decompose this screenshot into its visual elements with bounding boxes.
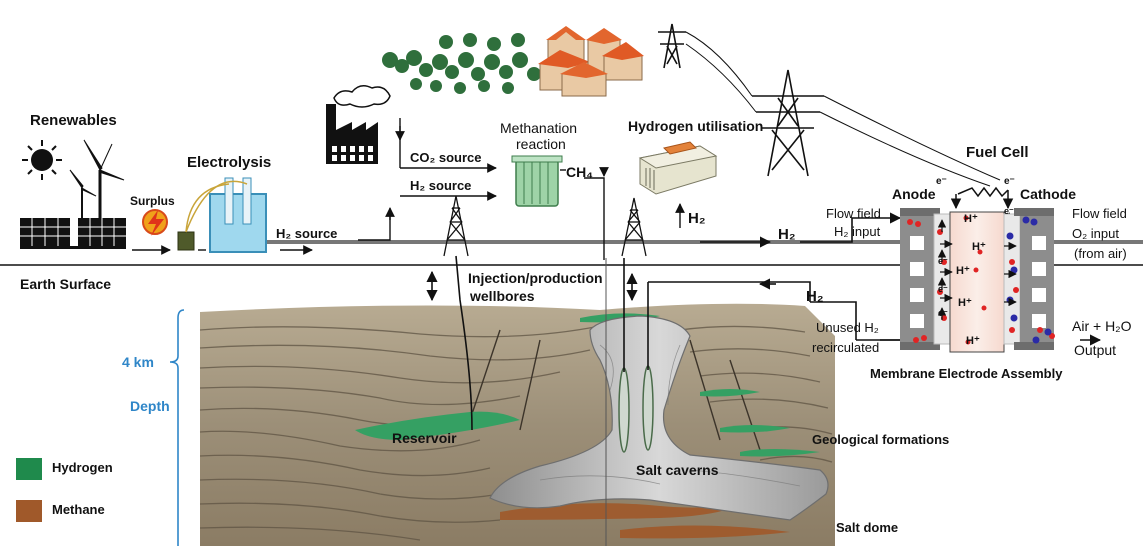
electron-label-1: e⁻ bbox=[936, 176, 947, 187]
derrick-right-icon bbox=[621, 197, 647, 257]
proton-label-3: H⁺ bbox=[956, 265, 970, 277]
derrick-left-icon bbox=[443, 195, 469, 257]
depth-scale bbox=[169, 309, 185, 546]
routing-lines bbox=[358, 118, 685, 260]
legend-methane-swatch bbox=[16, 500, 42, 522]
reaction-label: reaction bbox=[516, 136, 566, 152]
wellbores bbox=[426, 255, 811, 546]
electron-label-4: e⁻ bbox=[938, 284, 948, 294]
flow-field-right-label: Flow field bbox=[1072, 206, 1127, 221]
h2-label-b: H₂ bbox=[778, 226, 796, 243]
salt-dome-label: Salt dome bbox=[836, 520, 899, 535]
air-h2o-label: Air + H₂O bbox=[1072, 318, 1132, 334]
h2-label-c: H₂ bbox=[806, 288, 824, 305]
salt-cavern-1 bbox=[618, 367, 630, 453]
wellbores-label: wellbores bbox=[470, 288, 535, 304]
surplus-bolt-icon bbox=[142, 209, 168, 236]
fuel-cell-label: Fuel Cell bbox=[966, 144, 1029, 161]
hydrogen-utilisation-building-icon bbox=[638, 141, 718, 195]
methanation-label: Methanation bbox=[500, 120, 578, 136]
solar-panel-icon bbox=[20, 218, 126, 249]
mea-label: Membrane Electrode Assembly bbox=[870, 366, 1063, 381]
power-lines bbox=[685, 31, 1001, 187]
power-pylon-icon bbox=[658, 23, 824, 177]
proton-label-4: H⁺ bbox=[958, 297, 972, 309]
output-label: Output bbox=[1074, 342, 1117, 358]
fuel-cell-mea bbox=[900, 186, 1055, 353]
geological-formations-label: Geological formations bbox=[812, 432, 950, 447]
h2-label-a: H₂ bbox=[688, 210, 706, 227]
wind-turbine-icon bbox=[69, 139, 125, 222]
injection-label: Injection/production bbox=[468, 270, 603, 286]
reservoir-label: Reservoir bbox=[392, 430, 457, 446]
proton-label-2: H⁺ bbox=[972, 241, 986, 253]
factory-icon bbox=[326, 85, 391, 164]
h2-input-label: H₂ input bbox=[834, 224, 881, 239]
village-icon bbox=[382, 26, 644, 97]
salt-dome bbox=[489, 315, 829, 521]
methanation-reactor-icon bbox=[511, 155, 563, 207]
proton-label-5: H⁺ bbox=[966, 335, 980, 347]
legend-methane-label: Methane bbox=[52, 502, 105, 517]
salt-cavern-2 bbox=[642, 365, 654, 451]
electron-label-2: e⁻ bbox=[1004, 176, 1015, 187]
recirculated-label: recirculated bbox=[812, 340, 880, 355]
earth-surface-label: Earth Surface bbox=[20, 276, 112, 292]
h2-source-label-1: H₂ source bbox=[276, 226, 338, 241]
salt-texture bbox=[539, 344, 801, 487]
co2-source-label: CO₂ source bbox=[410, 150, 482, 165]
unused-h2-label: Unused H₂ bbox=[816, 320, 879, 335]
legend-hydrogen-label: Hydrogen bbox=[52, 460, 113, 475]
o2-input-label: O₂ input bbox=[1072, 226, 1119, 241]
depth-label: Depth bbox=[130, 398, 170, 414]
surplus-label: Surplus bbox=[130, 194, 175, 208]
anode-label: Anode bbox=[892, 186, 936, 202]
fuel-cell-feed-lines bbox=[700, 212, 1102, 346]
rock-strata bbox=[199, 325, 833, 541]
ch4-label: CH₄ bbox=[566, 164, 593, 180]
h2-source-label-2: H₂ source bbox=[410, 178, 472, 193]
electrolysis-tank-icon bbox=[177, 177, 267, 253]
electron-label-5: e⁻ bbox=[938, 308, 948, 318]
legend-hydrogen-swatch bbox=[16, 458, 42, 480]
resistor-icon bbox=[957, 186, 1009, 198]
flow-field-left-label: Flow field bbox=[826, 206, 881, 221]
from-air-label: (from air) bbox=[1074, 246, 1127, 261]
hydrogen-utilisation-label: Hydrogen utilisation bbox=[628, 118, 764, 134]
sun-icon bbox=[22, 140, 62, 180]
depth-km-label: 4 km bbox=[122, 354, 154, 370]
salt-caverns-label: Salt caverns bbox=[636, 462, 719, 478]
electron-label-6: e⁻ bbox=[1004, 206, 1014, 216]
cathode-label: Cathode bbox=[1020, 186, 1076, 202]
electrolysis-label: Electrolysis bbox=[187, 154, 272, 171]
electron-label-3: e⁻ bbox=[938, 256, 948, 266]
renewables-label: Renewables bbox=[30, 112, 117, 129]
fault-lines bbox=[469, 329, 761, 451]
proton-label-1: H⁺ bbox=[964, 213, 978, 225]
geology-block bbox=[199, 303, 835, 546]
